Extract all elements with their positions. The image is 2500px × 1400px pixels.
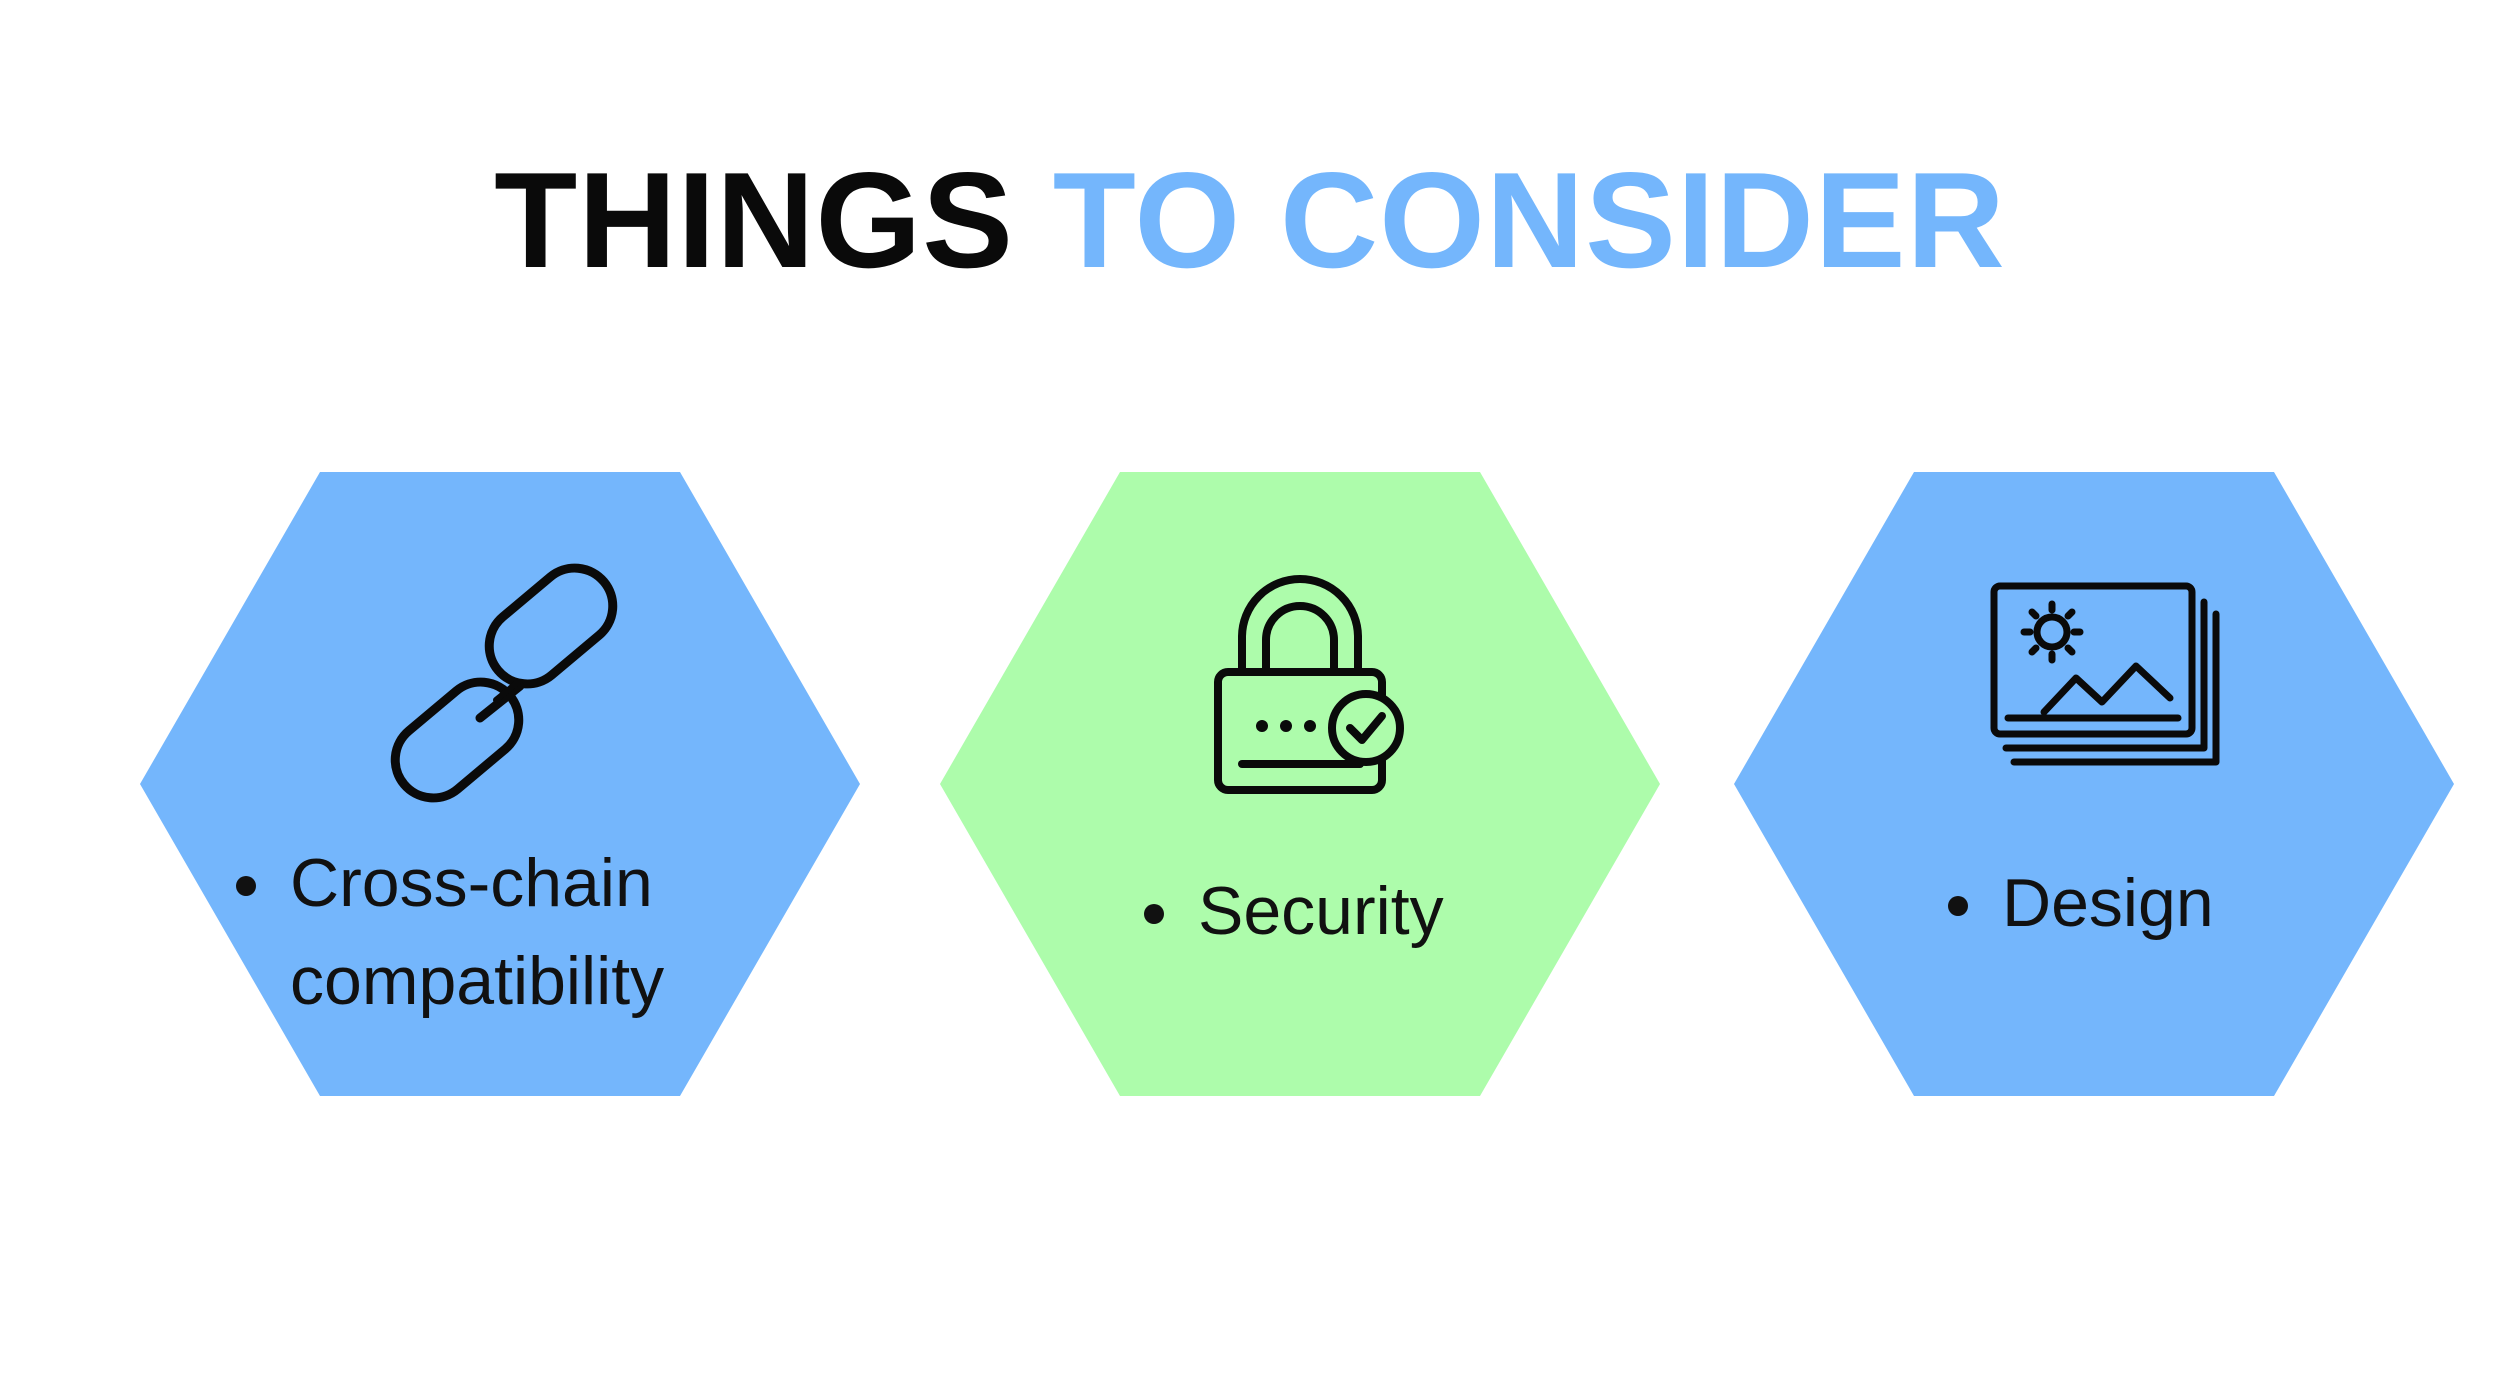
hexagon-shape [1734, 472, 2454, 1096]
list-item-design: Design [1944, 854, 2404, 952]
chain-link-icon [370, 552, 630, 812]
title-part-2: TO CONSIDER [1052, 144, 2006, 296]
hexagon-shape [140, 472, 860, 1096]
list-item-cross-chain: Cross-chain compatibility [232, 834, 792, 1030]
hexagon-cross-chain: Cross-chain compatibility [140, 472, 860, 1096]
bullet-list: Cross-chain compatibility [232, 834, 792, 1030]
hexagon-security: Security [940, 472, 1660, 1096]
bullet-list: Design [1944, 854, 2404, 952]
title-part-1: THINGS [494, 144, 1014, 296]
bullet-list: Security [1140, 862, 1620, 960]
image-gallery-icon [1964, 552, 2224, 812]
padlock-check-icon [1170, 552, 1430, 812]
page-title: THINGS TO CONSIDER [0, 140, 2500, 300]
hexagon-design: Design [1734, 472, 2454, 1096]
list-item-security: Security [1140, 862, 1620, 960]
